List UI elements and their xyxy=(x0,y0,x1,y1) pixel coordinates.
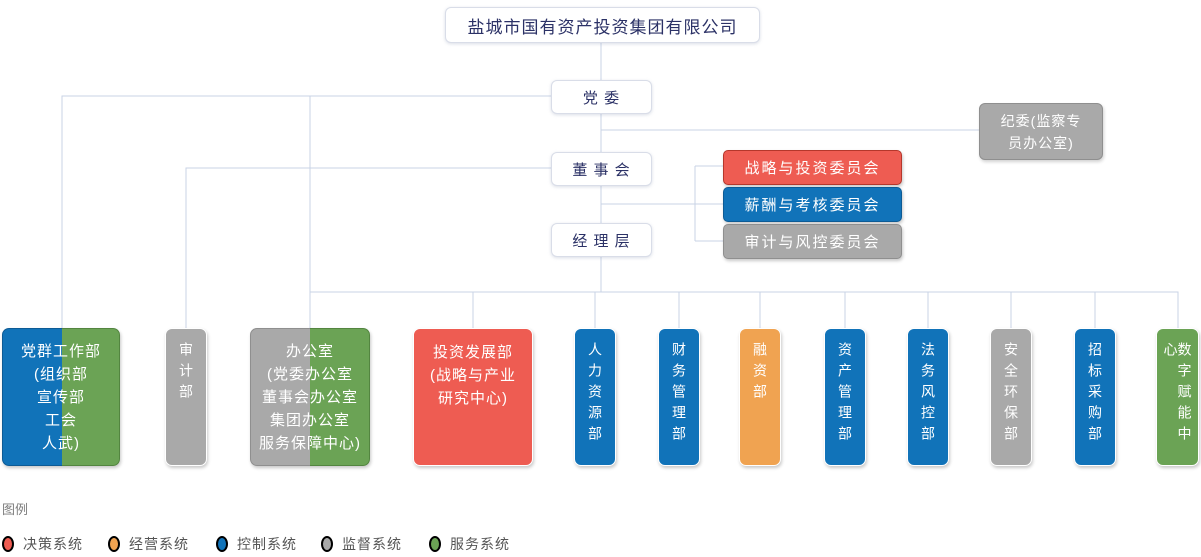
node-label: 董 事 会 xyxy=(572,161,631,179)
node-management: 经 理 层 xyxy=(551,223,652,257)
node-label-line: 纪委(监察专 xyxy=(1000,112,1082,129)
node-label: 财务管理部 xyxy=(671,342,687,447)
dept-color-left xyxy=(250,328,310,466)
node-dept-legal-risk-control: 法务风控部 xyxy=(907,328,949,466)
legend-item-decision: 决策系统 xyxy=(2,534,83,554)
dept-color-left xyxy=(2,328,62,466)
node-label-line: 服务保障中心) xyxy=(259,435,361,452)
supervision-swatch-icon xyxy=(321,536,333,552)
node-dept-safety-environment: 安全环保部 xyxy=(990,328,1032,466)
node-dept-asset-management: 资产管理部 xyxy=(824,328,866,466)
node-dept-finance-management: 财务管理部 xyxy=(658,328,700,466)
node-committee-audit-risk: 审计与风控委员会 xyxy=(723,224,902,259)
legend-label: 服务系统 xyxy=(450,536,510,552)
legend-label: 决策系统 xyxy=(23,536,83,552)
node-label-line: (组织部 xyxy=(34,366,88,383)
node-label-line: 董事会办公室 xyxy=(261,389,358,406)
node-label: 人力资源部 xyxy=(587,342,603,447)
node-label: 安全环保部 xyxy=(1003,342,1019,447)
legend-item-service: 服务系统 xyxy=(429,534,510,554)
node-dept-human-resources: 人力资源部 xyxy=(574,328,616,466)
legend-title: 图例 xyxy=(2,502,29,517)
node-label: 薪酬与考核委员会 xyxy=(744,197,881,214)
node-label: 招标采购部 xyxy=(1087,342,1103,447)
operation-swatch-icon xyxy=(108,536,120,552)
node-dept-party-mass-work: 党群工作部 (组织部 宣传部 工会 人武) xyxy=(2,328,120,466)
node-label-line: (战略与产业 xyxy=(430,367,516,384)
node-group-company: 盐城市国有资产投资集团有限公司 xyxy=(445,7,760,43)
node-label: 融资部 xyxy=(752,342,768,405)
node-discipline-committee: 纪委(监察专 员办公室) xyxy=(979,103,1103,160)
service-swatch-icon xyxy=(429,536,441,552)
node-label: 数字赋能中心 xyxy=(1162,342,1193,447)
legend-label: 控制系统 xyxy=(237,536,297,552)
node-label-line: 集团办公室 xyxy=(269,412,350,429)
node-committee-compensation-assessment: 薪酬与考核委员会 xyxy=(723,187,902,222)
control-swatch-icon xyxy=(216,536,228,552)
node-label-line: 办公室 xyxy=(285,343,334,360)
node-label-line: 人武) xyxy=(42,435,80,452)
legend-item-operation: 经营系统 xyxy=(108,534,189,554)
node-label: 资产管理部 xyxy=(837,342,853,447)
legend-item-supervision: 监督系统 xyxy=(321,534,402,554)
node-label: 经 理 层 xyxy=(572,232,631,250)
node-dept-audit: 审计部 xyxy=(165,328,207,466)
node-dept-financing: 融资部 xyxy=(739,328,781,466)
node-dept-digital-empowerment: 数字赋能中心 xyxy=(1156,328,1199,466)
node-label-line: 员办公室) xyxy=(1008,134,1074,151)
node-label-line: (党委办公室 xyxy=(267,366,353,383)
node-label: 审计部 xyxy=(178,342,194,405)
legend-item-control: 控制系统 xyxy=(216,534,297,554)
node-label: 战略与投资委员会 xyxy=(744,160,881,177)
node-committee-strategy-investment: 战略与投资委员会 xyxy=(723,150,902,185)
node-label-line: 工会 xyxy=(44,412,77,429)
node-label-line: 党群工作部 xyxy=(20,343,101,360)
node-dept-general-office: 办公室 (党委办公室 董事会办公室 集团办公室 服务保障中心) xyxy=(250,328,370,466)
node-dept-investment-development: 投资发展部 (战略与产业 研究中心) xyxy=(413,328,533,466)
company-title: 盐城市国有资产投资集团有限公司 xyxy=(467,17,738,37)
legend-label: 监督系统 xyxy=(342,536,402,552)
node-dept-tendering-procurement: 招标采购部 xyxy=(1074,328,1116,466)
node-label-line: 宣传部 xyxy=(36,389,85,406)
dept-color-right xyxy=(62,328,120,466)
node-board: 董 事 会 xyxy=(551,152,652,186)
node-label: 审计与风控委员会 xyxy=(744,234,881,251)
node-party-committee: 党 委 xyxy=(551,80,652,114)
legend-label: 经营系统 xyxy=(129,536,189,552)
node-label-line: 研究中心) xyxy=(438,390,508,407)
decision-swatch-icon xyxy=(2,536,14,552)
node-label: 法务风控部 xyxy=(920,342,936,447)
node-label-line: 投资发展部 xyxy=(432,344,513,361)
node-label: 党 委 xyxy=(582,89,621,107)
dept-color-right xyxy=(310,328,370,466)
